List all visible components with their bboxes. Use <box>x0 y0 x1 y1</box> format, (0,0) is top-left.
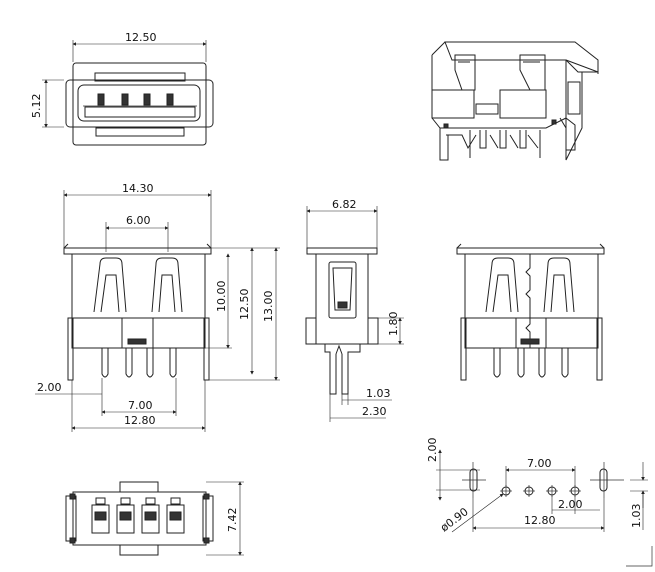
front-h2-label: 12.50 <box>238 289 251 321</box>
side-pin-h-label: 1.80 <box>387 312 400 337</box>
side-width-label: 6.82 <box>332 198 357 211</box>
frame-corner <box>626 546 653 567</box>
front-inner-width-label: 6.00 <box>126 214 151 227</box>
bottom-view: 7.42 <box>65 481 244 556</box>
isometric-view <box>431 41 599 161</box>
top-width-label: 12.50 <box>125 31 157 44</box>
fp-total-label: 12.80 <box>524 514 556 527</box>
pcb-footprint: 2.00 7.00 2.00 ø0.90 12.80 <box>426 438 648 534</box>
side-view: 6.82 1.80 1.03 2.30 <box>305 198 404 422</box>
side-pin-w1-label: 1.03 <box>366 387 391 400</box>
fp-pitch-label: 2.00 <box>558 498 583 511</box>
front-top-width-label: 14.30 <box>122 182 154 195</box>
top-height-label: 5.12 <box>30 94 43 119</box>
front-pin-span-label: 7.00 <box>128 399 153 412</box>
fp-offset-label: 1.03 <box>630 504 643 529</box>
front-pin-offset-label: 2.00 <box>37 381 62 394</box>
front-bottom-width-label: 12.80 <box>124 414 156 427</box>
bottom-height-label: 7.42 <box>226 508 239 533</box>
front-view: 14.30 6.00 10.00 12.50 13.00 2.00 <box>35 182 280 432</box>
side-pin-w2-label: 2.30 <box>362 405 387 418</box>
top-view: 12.50 5.12 <box>30 31 214 146</box>
fp-h-label: 2.00 <box>426 438 439 463</box>
front-h3-label: 13.00 <box>262 291 275 323</box>
fp-span-label: 7.00 <box>527 457 552 470</box>
front-h1-label: 10.00 <box>215 281 228 313</box>
rear-view <box>456 243 605 381</box>
